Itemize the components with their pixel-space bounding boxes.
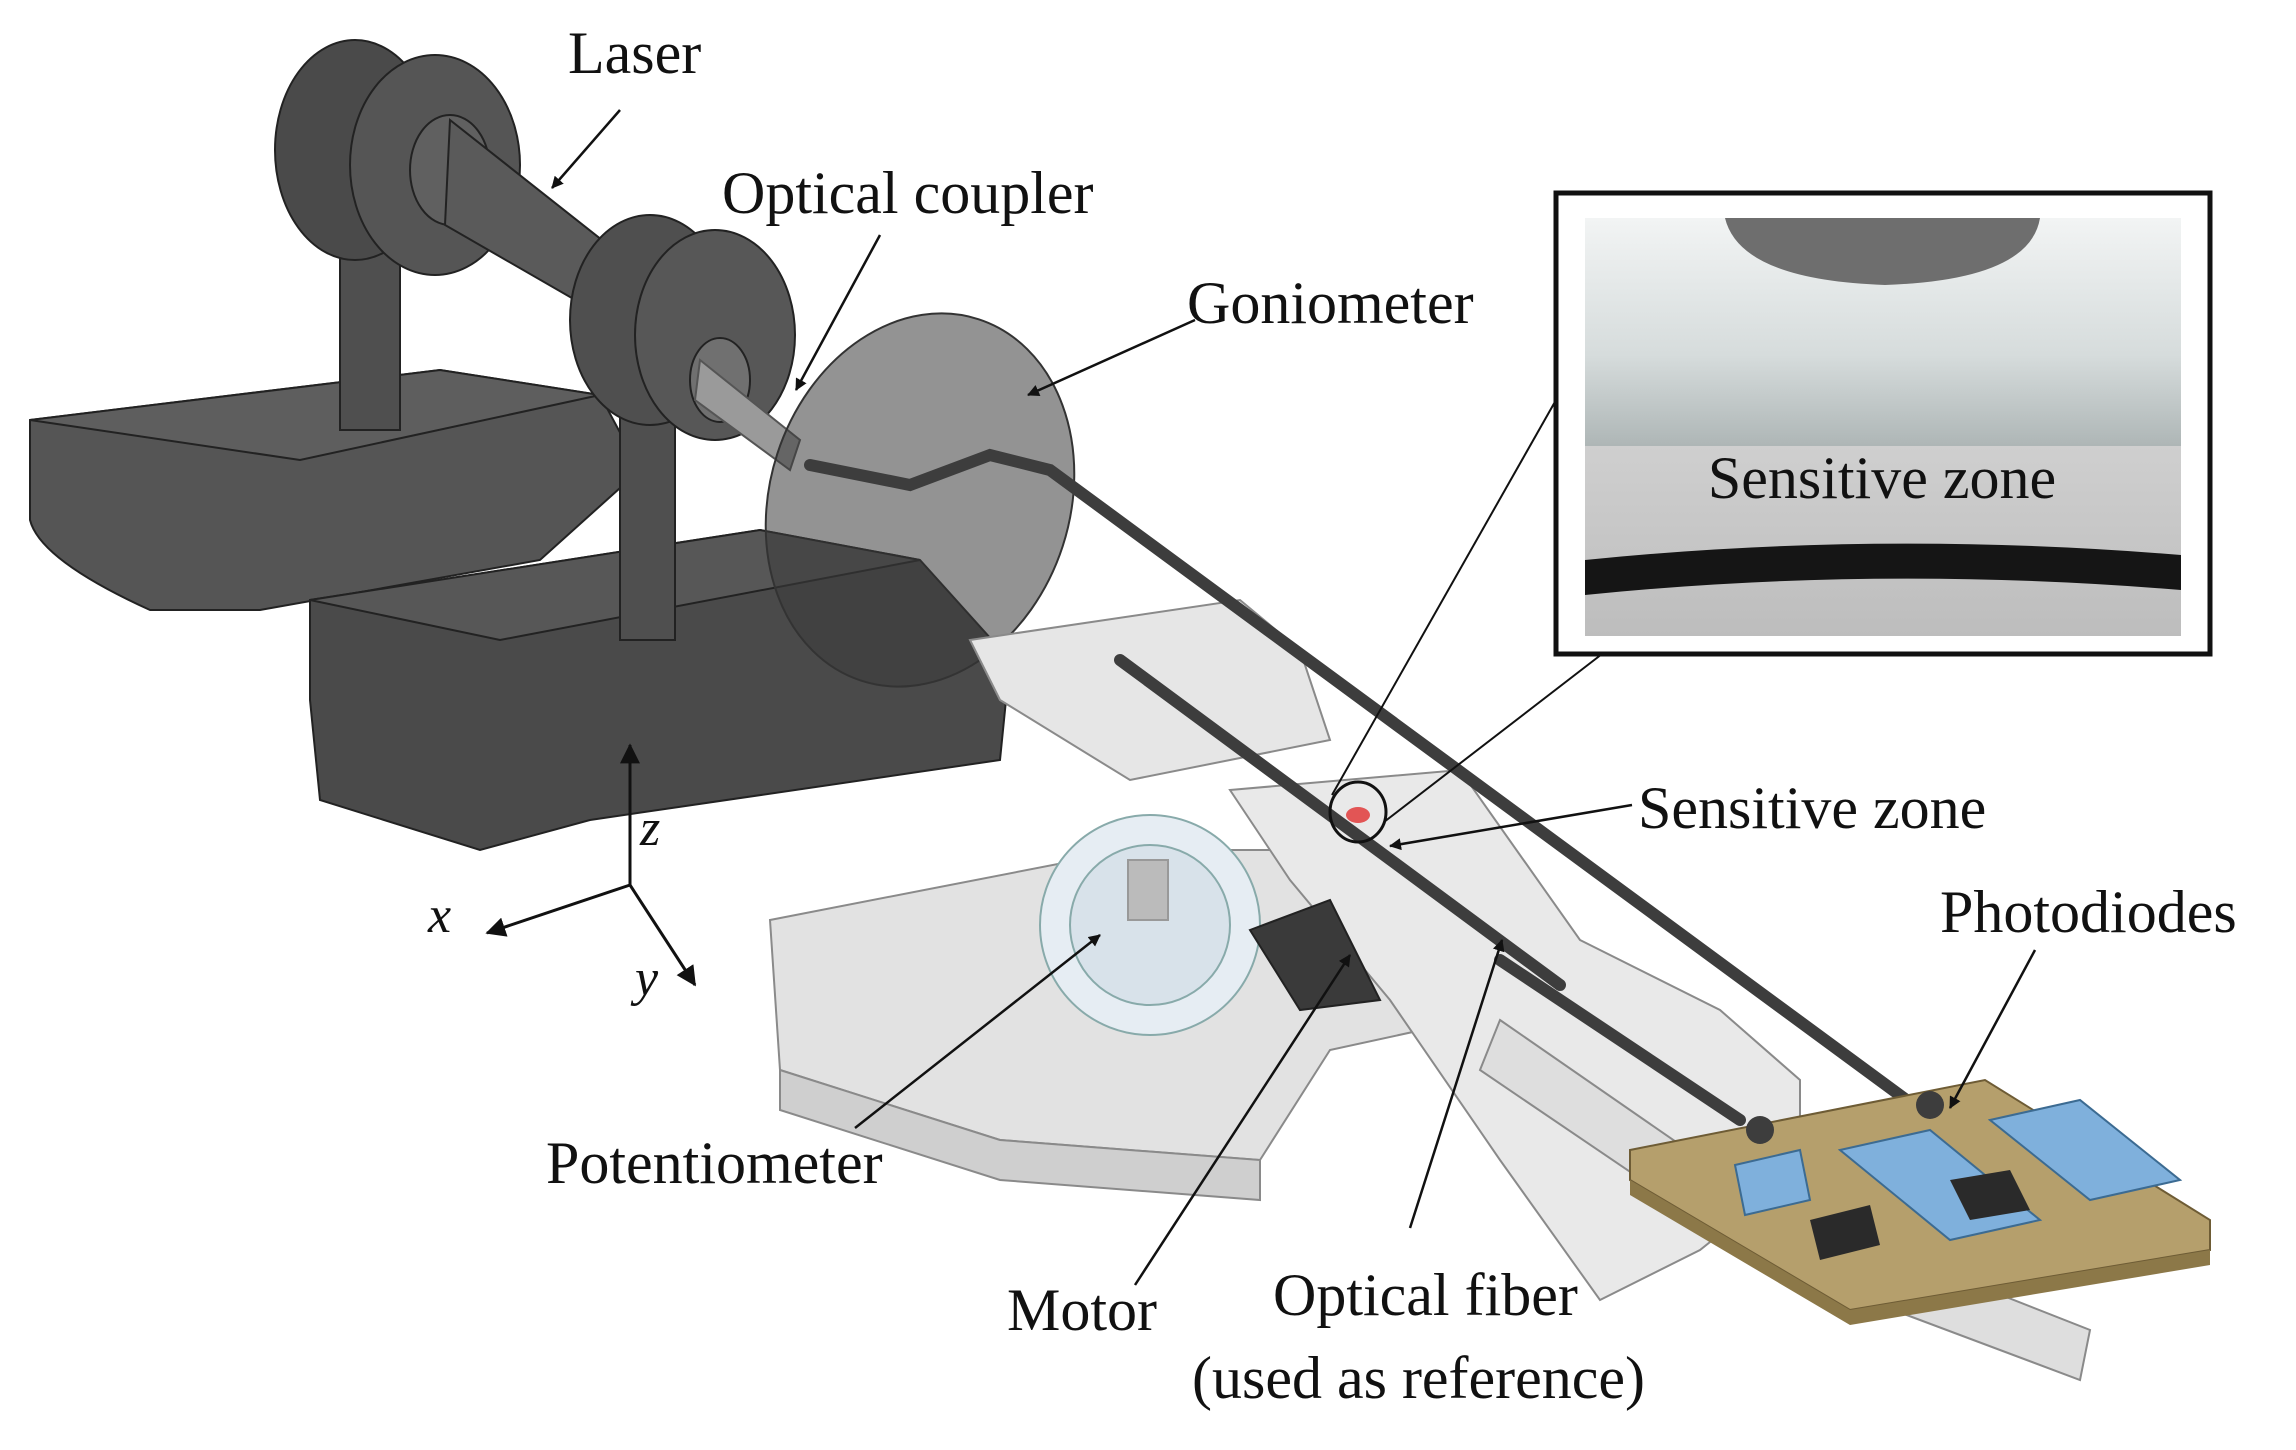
optical-fibers: [804, 448, 1926, 1126]
sensitive-zone-marker: [1328, 780, 1388, 844]
axis-z-label: z: [639, 800, 660, 857]
label-optical-fiber-note: (used as reference): [1192, 1345, 1645, 1411]
label-laser: Laser: [568, 20, 701, 86]
label-motor: Motor: [1007, 1277, 1157, 1343]
axis-x-label: x: [427, 887, 451, 944]
inset-connector-top: [1331, 399, 1557, 796]
label-arrows: [551, 109, 2037, 1286]
label-goniometer: Goniometer: [1187, 270, 1474, 336]
label-potentiometer: Potentiometer: [546, 1130, 883, 1196]
label-optical-coupler: Optical coupler: [722, 160, 1094, 226]
label-sensitive-zone: Sensitive zone: [1638, 775, 1986, 841]
inset-caption: Sensitive zone: [1708, 445, 2056, 511]
label-photodiodes: Photodiodes: [1940, 879, 2237, 945]
goniometer-disk: [764, 312, 1076, 688]
axis-y-label: y: [630, 950, 659, 1007]
axis-triad: [485, 743, 697, 987]
photodiode-board: [1629, 1078, 2211, 1325]
inset-panel: Sensitive zone: [1553, 190, 2213, 657]
label-optical-fiber: Optical fiber: [1273, 1262, 1578, 1328]
inset-connector-bottom: [1383, 653, 1603, 823]
